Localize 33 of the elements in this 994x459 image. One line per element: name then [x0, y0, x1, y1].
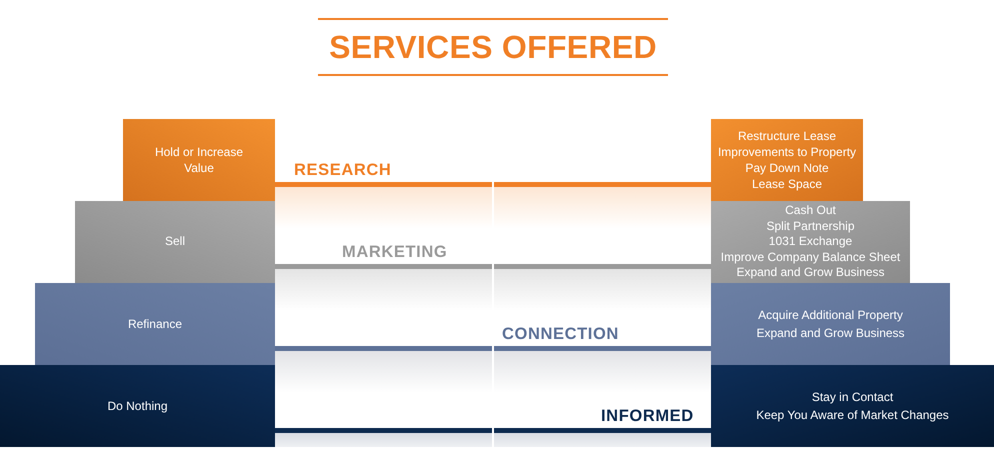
- option-text: Hold or Increase Value: [154, 144, 244, 176]
- band-label: RESEARCH: [294, 162, 392, 178]
- service-item: Cash Out: [785, 203, 836, 219]
- option-text: Sell: [164, 234, 185, 250]
- service-item: 1031 Exchange: [768, 234, 852, 250]
- service-box: [711, 119, 863, 201]
- service-item: Expand and Grow Business: [756, 325, 905, 342]
- band-label: MARKETING: [342, 244, 448, 260]
- service-item: Acquire Additional Property: [758, 307, 903, 324]
- option-box: [75, 201, 275, 283]
- band-label: CONNECTION: [502, 326, 619, 342]
- service-item: Improve Company Balance Sheet: [720, 250, 900, 266]
- service-item: Pay Down Note: [745, 160, 829, 176]
- tier-band: [275, 269, 711, 351]
- service-item: Keep You Aware of Market Changes: [756, 407, 949, 424]
- option-box: [35, 283, 275, 365]
- option-text: Refinance: [128, 316, 182, 333]
- service-box: [711, 365, 994, 447]
- service-item: Lease Space: [752, 176, 822, 192]
- option-text: Do Nothing: [107, 398, 168, 415]
- service-item: Improvements to Property: [718, 144, 856, 160]
- option-box: [0, 365, 275, 447]
- service-item: Restructure Lease: [738, 128, 836, 144]
- title: SERVICES OFFERED: [318, 18, 668, 76]
- band-label: INFORMED: [601, 408, 694, 424]
- option-box: [123, 119, 275, 201]
- service-item: Stay in Contact: [812, 389, 894, 406]
- tier-band: [275, 351, 711, 433]
- tier-band: [275, 187, 711, 269]
- service-item: Split Partnership: [766, 218, 855, 234]
- service-box: [711, 283, 950, 365]
- service-item: Expand and Grow Business: [736, 265, 885, 281]
- service-box: [711, 201, 910, 283]
